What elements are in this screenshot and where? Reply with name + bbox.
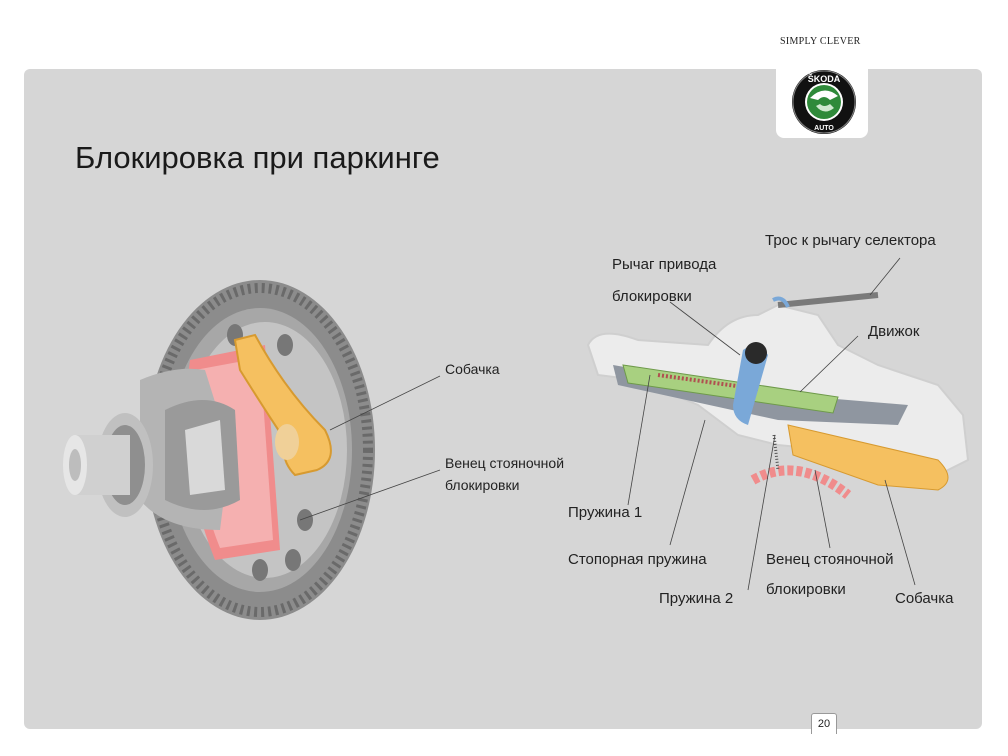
- skoda-logo: ŠKODA AUTO: [792, 70, 856, 134]
- selector-cable: [777, 292, 879, 308]
- label-ring-left: Венец стояночной блокировки: [445, 452, 564, 496]
- page-number: 20: [811, 713, 837, 734]
- differential-illustration: [63, 280, 375, 620]
- label-ring-right: Венец стояночной блокировки: [766, 545, 894, 605]
- logo-text-bottom: AUTO: [814, 125, 834, 132]
- mechanism-cutaway: [586, 292, 970, 499]
- pawl-pivot: [275, 424, 299, 460]
- label-spring-2: Пружина 2: [659, 590, 734, 607]
- differential-housing: [140, 368, 240, 530]
- parking-pawl: [233, 333, 332, 477]
- slide-title: Блокировка при паркинге: [75, 140, 440, 175]
- output-shaft: [63, 413, 153, 517]
- label-ring-right-line2: блокировки: [766, 581, 846, 598]
- label-ring-left-line1: Венец стояночной: [445, 455, 565, 471]
- label-spring-1: Пружина 1: [568, 504, 643, 521]
- lever-arm: [733, 346, 768, 425]
- label-lever: Рычаг привода блокировки: [612, 249, 716, 313]
- label-stop-spring: Стопорная пружина: [568, 551, 707, 568]
- label-lever-line1: Рычаг привода: [612, 256, 717, 273]
- cutaway-ring: [750, 465, 852, 499]
- brand-tagline: SIMPLY CLEVER: [780, 36, 861, 47]
- label-lever-line2: блокировки: [612, 288, 692, 305]
- label-pawl-left: Собачка: [445, 361, 500, 377]
- bolt-holes: [227, 324, 313, 581]
- lever-pivot: [745, 342, 767, 364]
- slider: [622, 364, 839, 414]
- label-ring-left-line2: блокировки: [445, 477, 520, 493]
- label-cable: Трос к рычагу селектора: [765, 232, 936, 249]
- cutaway-pawl: [787, 424, 949, 491]
- label-ring-right-line1: Венец стояночной: [766, 551, 894, 568]
- logo-text-top: ŠKODA: [808, 73, 841, 84]
- cable-end: [772, 296, 790, 308]
- label-slider: Движок: [868, 323, 920, 340]
- label-pawl-right: Собачка: [895, 590, 954, 607]
